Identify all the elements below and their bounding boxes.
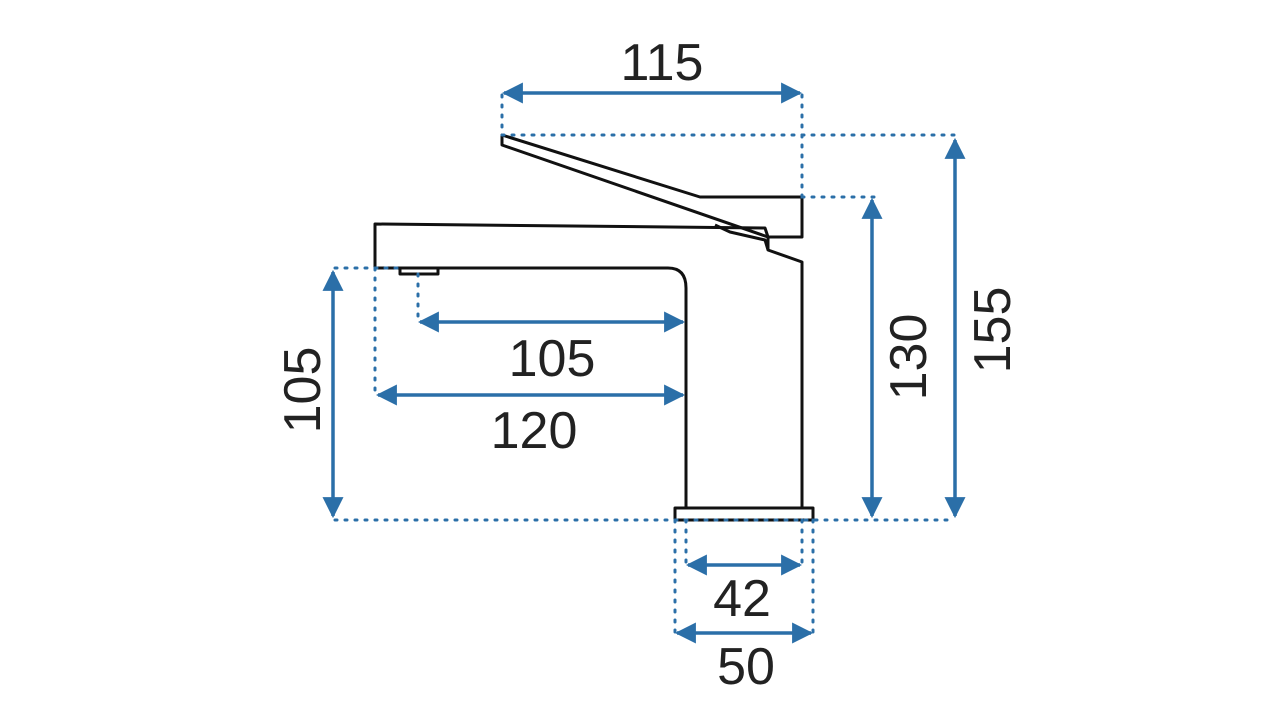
faucet-body — [373, 222, 804, 510]
dim-label-body-depth: 42 — [713, 570, 771, 628]
dim-label-spout-clearance: 105 — [274, 347, 332, 434]
dim-label-spout-length: 120 — [491, 402, 578, 460]
dim-label-spout-reach: 105 — [509, 330, 596, 388]
faucet-outline — [373, 133, 815, 522]
dimension-lines — [322, 82, 966, 644]
extension-lines — [333, 93, 957, 635]
faucet-base — [673, 506, 815, 522]
dim-label-base-depth: 50 — [717, 638, 775, 696]
dim-label-lever-length: 115 — [621, 34, 704, 92]
dim-label-body-height: 130 — [880, 314, 938, 401]
dim-label-total-height: 155 — [964, 287, 1022, 374]
faucet-lever — [500, 133, 804, 239]
